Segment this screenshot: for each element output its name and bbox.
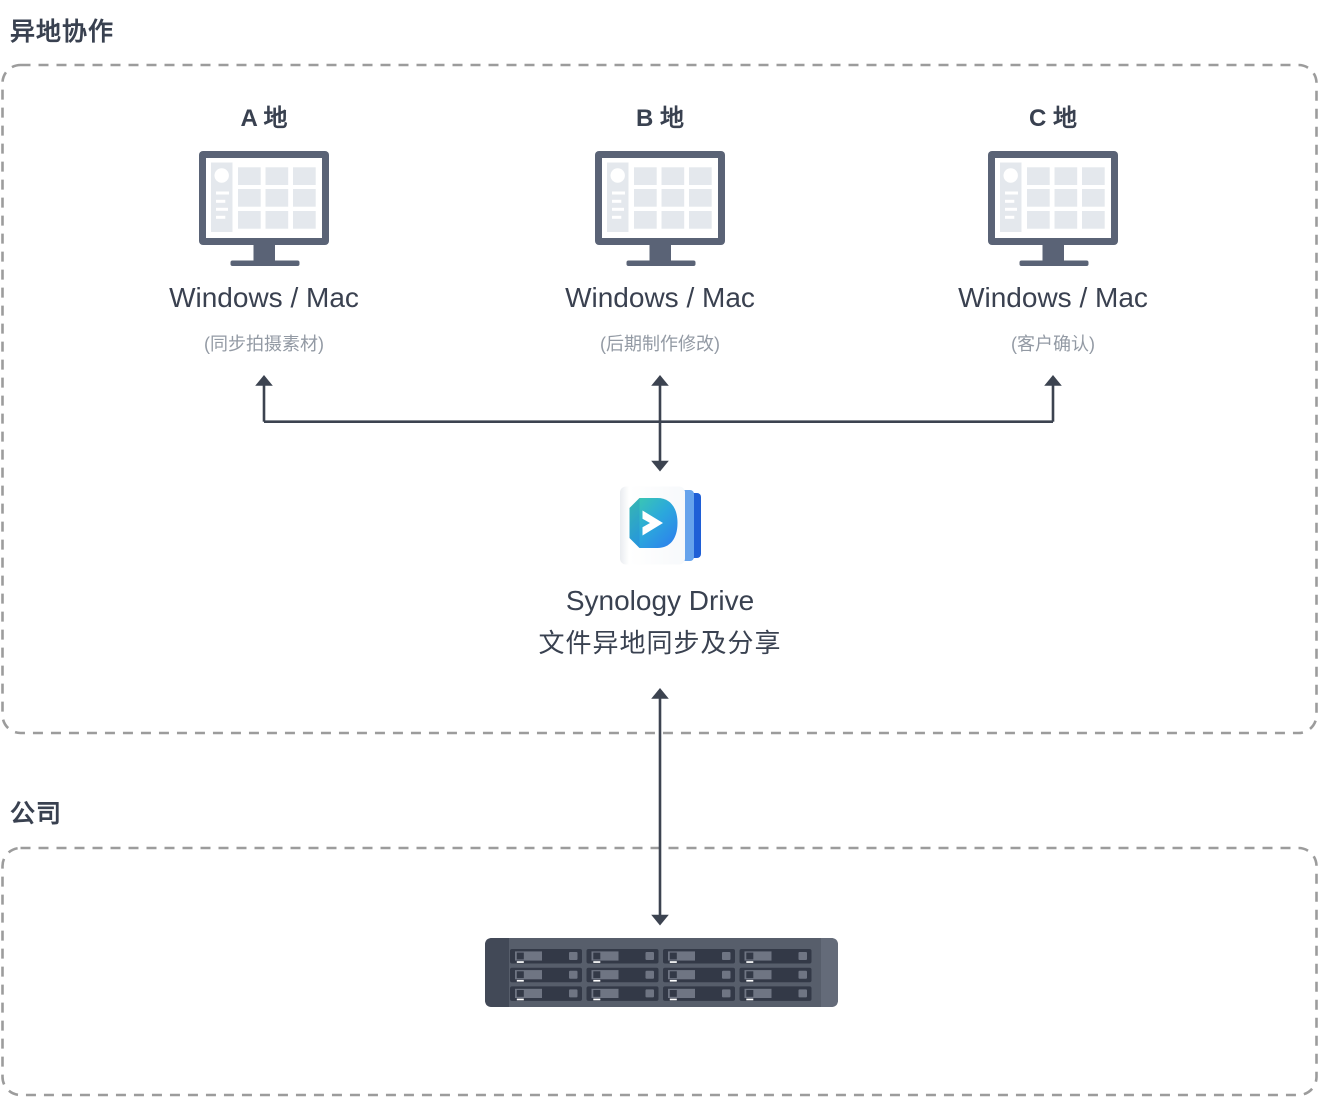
monitor-icon [500,151,820,266]
station-note: (后期制作修改) [600,334,720,354]
station-platform: Windows / Mac [169,282,359,313]
station-note: (同步拍摄素材) [204,334,324,354]
synology-drive-icon [500,485,820,566]
section-title-company: 公司 [10,800,63,828]
monitor-icon [893,151,1213,266]
station-platform: Windows / Mac [565,282,755,313]
station-note: (客户确认) [1011,334,1095,354]
hub-title: Synology Drive [565,585,755,616]
station-b: B 地 Windows / Mac (后期制作修改) [500,104,820,355]
connector-arrowheads [255,375,1062,926]
station-name: C 地 [1029,105,1077,132]
section-title-remote: 异地协作 [10,18,115,46]
station-name: B 地 [636,105,684,132]
station-name: A 地 [240,105,288,132]
hub-subtitle: 文件异地同步及分享 [538,628,782,658]
station-c: C 地 Windows / Mac (客户确认) [893,104,1213,355]
hub-synology-drive: Synology Drive 文件异地同步及分享 [500,485,820,658]
station-a: A 地 Windows / Mac (同步拍摄素材) [104,104,424,355]
monitor-icon [104,151,424,266]
stations-to-hub-connector [262,385,1055,915]
station-platform: Windows / Mac [958,282,1148,313]
nas-server-icon [485,938,838,1007]
remote-group-dashed-box [1,63,1318,735]
